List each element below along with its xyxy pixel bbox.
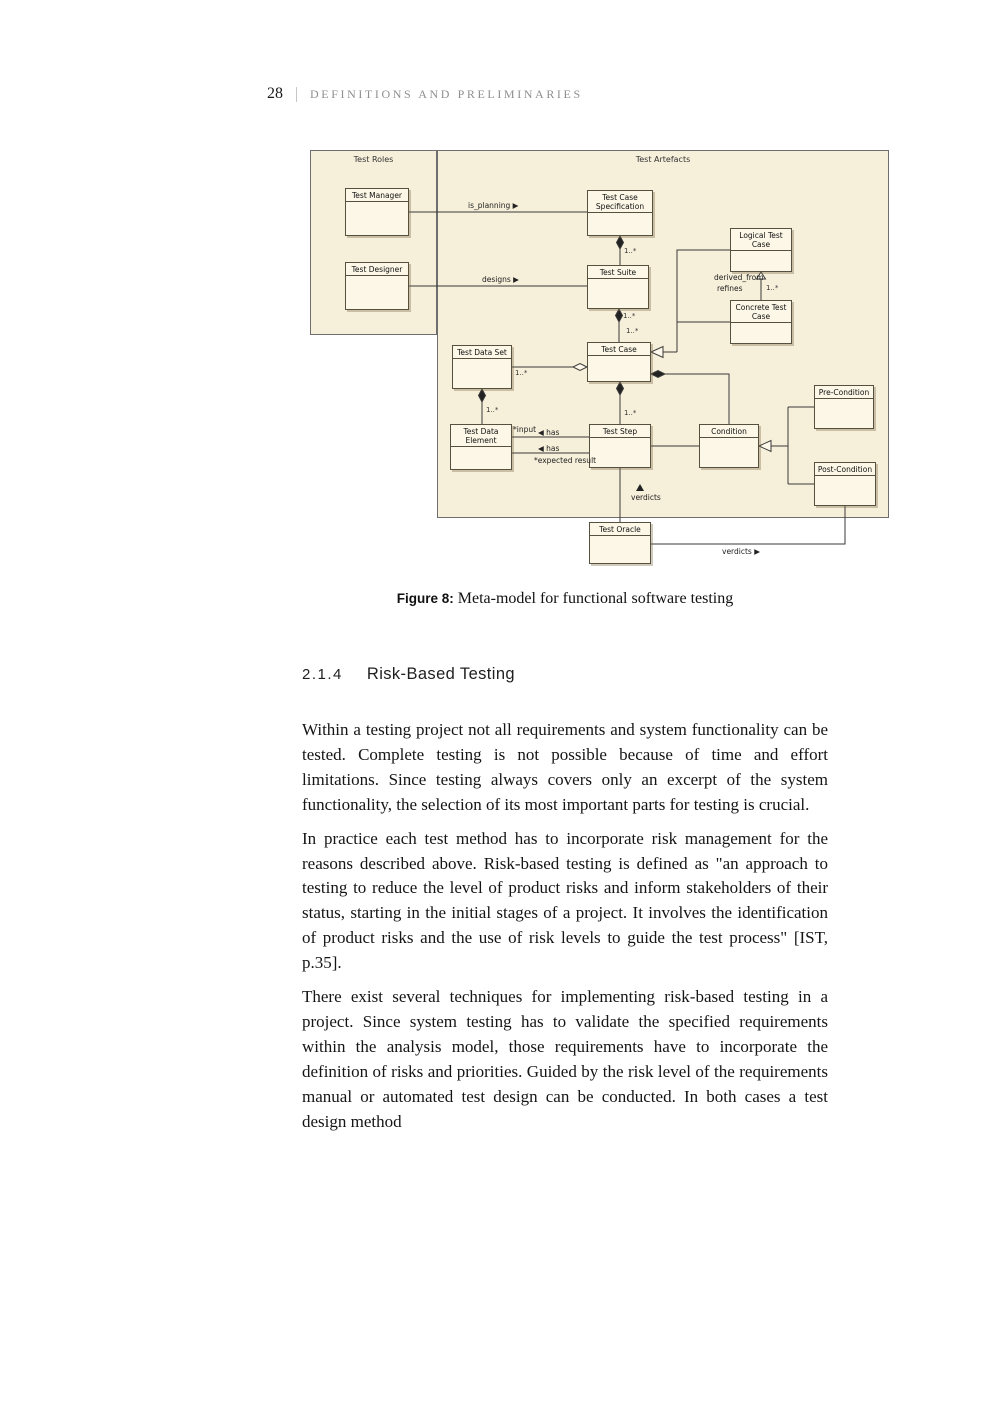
generalization-arrow-derived-from-icon xyxy=(755,271,767,280)
body-text: Within a testing project not all require… xyxy=(302,718,828,1144)
uml-class-title: Test Oracle xyxy=(590,523,650,536)
multiplicity-case-step: 1..* xyxy=(624,409,637,417)
paragraph-1: Within a testing project not all require… xyxy=(302,720,828,814)
uml-class-test-oracle: Test Oracle xyxy=(589,522,651,564)
composition-diamond-suite-icon xyxy=(614,307,624,324)
uml-class-compartment xyxy=(590,438,650,467)
uml-class-title: Pre-Condition xyxy=(815,386,873,399)
uml-class-compartment xyxy=(731,251,791,271)
package-test-artefacts: Test Artefacts xyxy=(437,150,889,518)
edge-label-refines: refines xyxy=(717,284,743,293)
uml-class-compartment xyxy=(588,356,650,381)
verdicts-direction-arrow-icon xyxy=(636,484,644,491)
uml-class-compartment xyxy=(815,399,873,428)
paragraph-3: There exist several techniques for imple… xyxy=(302,987,828,1131)
uml-class-compartment xyxy=(700,438,758,467)
uml-class-title: Test Case xyxy=(588,343,650,356)
multiplicity-spec-suite: 1..* xyxy=(624,247,637,255)
uml-class-post-condition: Post-Condition xyxy=(814,462,876,506)
composition-diamond-testcase-step-icon xyxy=(615,380,625,397)
aggregation-diamond-testcase-icon xyxy=(571,362,589,372)
uml-class-test-data-element: Test Data Element xyxy=(450,424,512,470)
uml-class-test-designer: Test Designer xyxy=(345,262,409,310)
uml-class-test-step: Test Step xyxy=(589,424,651,468)
figure-caption: Figure 8: Meta-model for functional soft… xyxy=(302,590,828,608)
uml-class-compartment xyxy=(590,536,650,563)
uml-class-compartment xyxy=(451,447,511,469)
uml-class-pre-condition: Pre-Condition xyxy=(814,385,874,429)
multiplicity-suite-case-1: 1..* xyxy=(623,312,636,320)
uml-class-title: Concrete Test Case xyxy=(731,301,791,323)
uml-class-compartment xyxy=(731,323,791,343)
uml-class-title: Test Data Set xyxy=(453,346,511,359)
uml-class-test-case: Test Case xyxy=(587,342,651,382)
edge-label-expected-result: *expected result xyxy=(534,456,597,465)
uml-class-title: Test Case Specification xyxy=(588,191,652,213)
edge-label-verdicts: verdicts xyxy=(631,493,661,502)
generalization-arrow-condition-icon xyxy=(757,439,772,453)
edge-label-verdicts-right: verdicts ▶ xyxy=(722,547,760,556)
paragraph-2: In practice each test method has to inco… xyxy=(302,828,828,973)
composition-diamond-dataset-icon xyxy=(477,387,487,404)
uml-class-compartment xyxy=(346,202,408,235)
edge-label-derived-from: derived_from xyxy=(714,273,764,282)
edge-label-has-1: ◀ has xyxy=(538,428,560,437)
uml-class-title: Post-Condition xyxy=(815,463,875,476)
uml-class-title: Condition xyxy=(700,425,758,438)
uml-class-compartment xyxy=(453,359,511,388)
figure-caption-label: Figure 8: xyxy=(396,591,454,606)
running-header: 28 DEFINITIONS AND PRELIMINARIES xyxy=(267,85,583,103)
multiplicity-dataset-element: 1..* xyxy=(486,406,499,414)
edge-label-is-planning: is_planning ▶ xyxy=(468,201,519,210)
diagram-edges xyxy=(409,211,846,545)
edge-oracle-postcondition xyxy=(651,506,846,545)
uml-class-compartment xyxy=(588,213,652,235)
edge-label-input: *input xyxy=(513,425,537,434)
uml-class-compartment xyxy=(588,279,648,308)
package-label-test-roles: Test Roles xyxy=(353,155,394,164)
uml-class-title: Test Data Element xyxy=(451,425,511,447)
uml-class-concrete-test-case: Concrete Test Case xyxy=(730,300,792,344)
uml-class-compartment xyxy=(346,276,408,309)
uml-class-test-data-set: Test Data Set xyxy=(452,345,512,389)
uml-class-title: Logical Test Case xyxy=(731,229,791,251)
section-title: Risk-Based Testing xyxy=(366,665,516,683)
figure-caption-text: Meta-model for functional software testi… xyxy=(457,590,734,607)
uml-class-compartment xyxy=(815,476,875,505)
uml-class-logical-test-case: Logical Test Case xyxy=(730,228,792,272)
composition-diamond-spec-icon xyxy=(615,234,625,251)
section-number: 2.1.4 xyxy=(302,666,343,683)
uml-class-title: Test Designer xyxy=(346,263,408,276)
edge-generalization-testcase xyxy=(663,249,730,353)
generalization-arrow-testcase-icon xyxy=(649,345,664,359)
multiplicity-derived-from: 1..* xyxy=(766,284,779,292)
uml-class-test-suite: Test Suite xyxy=(587,265,649,309)
uml-class-title: Test Suite xyxy=(588,266,648,279)
metamodel-diagram: Test Roles Test Artefacts xyxy=(310,148,890,570)
chapter-header: DEFINITIONS AND PRELIMINARIES xyxy=(296,87,583,102)
uml-class-test-case-specification: Test Case Specification xyxy=(587,190,653,236)
composition-diamond-testcase-condition-icon xyxy=(649,369,667,379)
uml-class-test-manager: Test Manager xyxy=(345,188,409,236)
multiplicity-suite-case-2: 1..* xyxy=(626,327,639,335)
edge-label-has-2: ◀ has xyxy=(538,444,560,453)
multiplicity-dataset-case: 1..* xyxy=(515,369,528,377)
edge-generalization-condition xyxy=(771,406,814,485)
uml-class-condition: Condition xyxy=(699,424,759,468)
edge-label-designs: designs ▶ xyxy=(482,275,519,284)
uml-class-title: Test Manager xyxy=(346,189,408,202)
uml-class-title: Test Step xyxy=(590,425,650,438)
package-label-test-artefacts: Test Artefacts xyxy=(635,155,691,164)
section-heading: 2.1.4 Risk-Based Testing xyxy=(302,665,515,684)
page-number: 28 xyxy=(267,85,283,102)
edge-testcase-condition xyxy=(665,373,730,424)
